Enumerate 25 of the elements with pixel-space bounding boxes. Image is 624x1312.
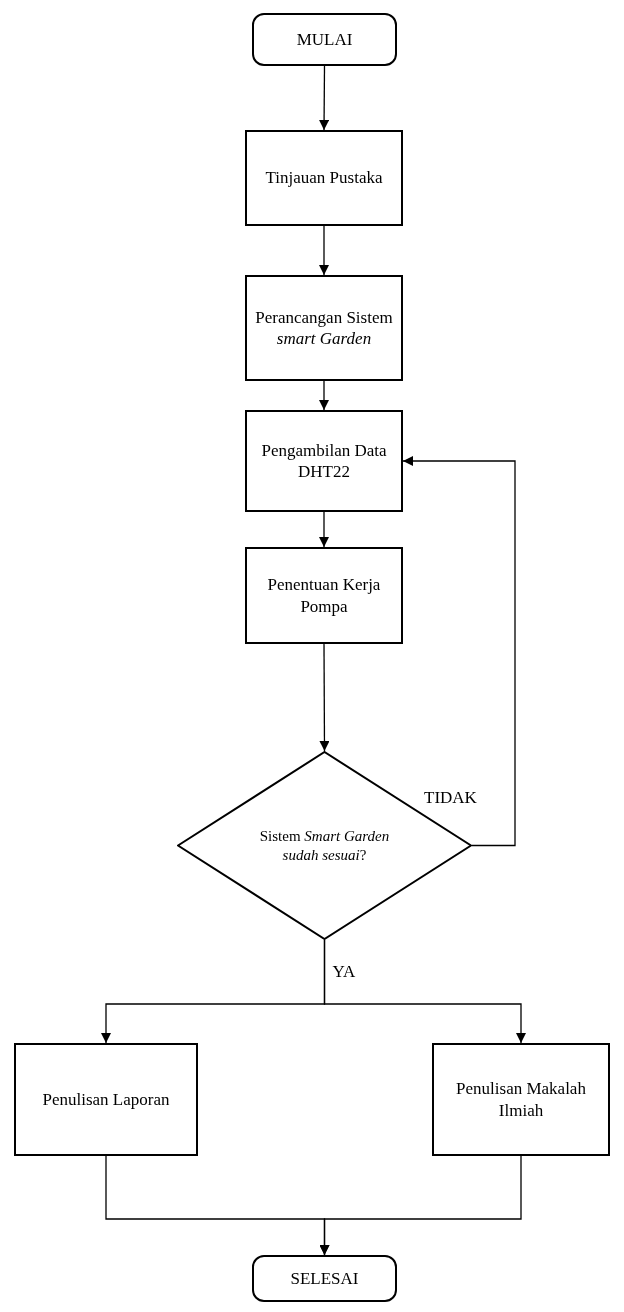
process-box	[245, 547, 403, 644]
node-label: Sistem Smart Garden sudah sesuai?	[258, 826, 391, 865]
node-label: Tinjauan Pustaka	[264, 167, 384, 189]
node-label: MULAI	[295, 28, 354, 51]
process-box	[245, 410, 403, 512]
process-box	[245, 275, 403, 381]
arrow	[323, 939, 526, 1044]
arrow	[319, 380, 329, 411]
arrow	[319, 225, 329, 276]
process-box	[245, 130, 403, 226]
node-label: SELESAI	[289, 1267, 360, 1290]
terminal-box	[252, 1255, 397, 1302]
arrow	[319, 1155, 522, 1256]
node-label: Penulisan Makalah Ilmiah	[455, 1078, 587, 1121]
process-box	[14, 1043, 198, 1156]
terminal-box	[252, 13, 397, 66]
node-label: Pengambilan Data DHT22	[260, 439, 388, 483]
arrow	[402, 456, 516, 847]
node-label: Penulisan Laporan	[41, 1088, 171, 1111]
arrow	[319, 65, 330, 131]
node-label: Penentuan Kerja Pompa	[266, 574, 382, 617]
process-box	[432, 1043, 610, 1156]
arrow	[319, 643, 330, 752]
arrow	[319, 511, 329, 548]
node-label: Perancangan Sistem smart Garden	[254, 306, 394, 350]
